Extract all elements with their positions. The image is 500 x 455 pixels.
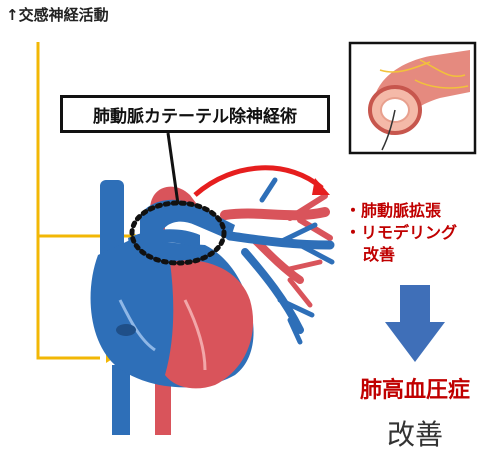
procedure-callout-box: 肺動脈カテーテル除神経術 [60,95,330,133]
effect-item-dilation: ・肺動脈拡張 [345,201,442,220]
result-improvement: 改善 [386,418,443,451]
catheter-inset [348,41,477,155]
improvement-arrow [385,285,445,362]
effect-arrow [193,165,330,197]
callout-pointer [166,132,180,205]
pulmonary-artery [140,199,235,262]
result-condition: 肺高血圧症 [359,378,470,403]
effect-item-improvement: 改善 [363,245,396,264]
effects-list: ・肺動脈拡張 ・リモデリング 改善 [345,200,457,266]
procedure-label: 肺動脈カテーテル除神経術 [93,106,297,127]
lung-vessels [220,177,335,345]
effect-item-remodeling: ・リモデリング [345,223,458,242]
sympathetic-activity-label: ↑交感神経活動 [6,6,109,24]
heart [90,229,254,389]
